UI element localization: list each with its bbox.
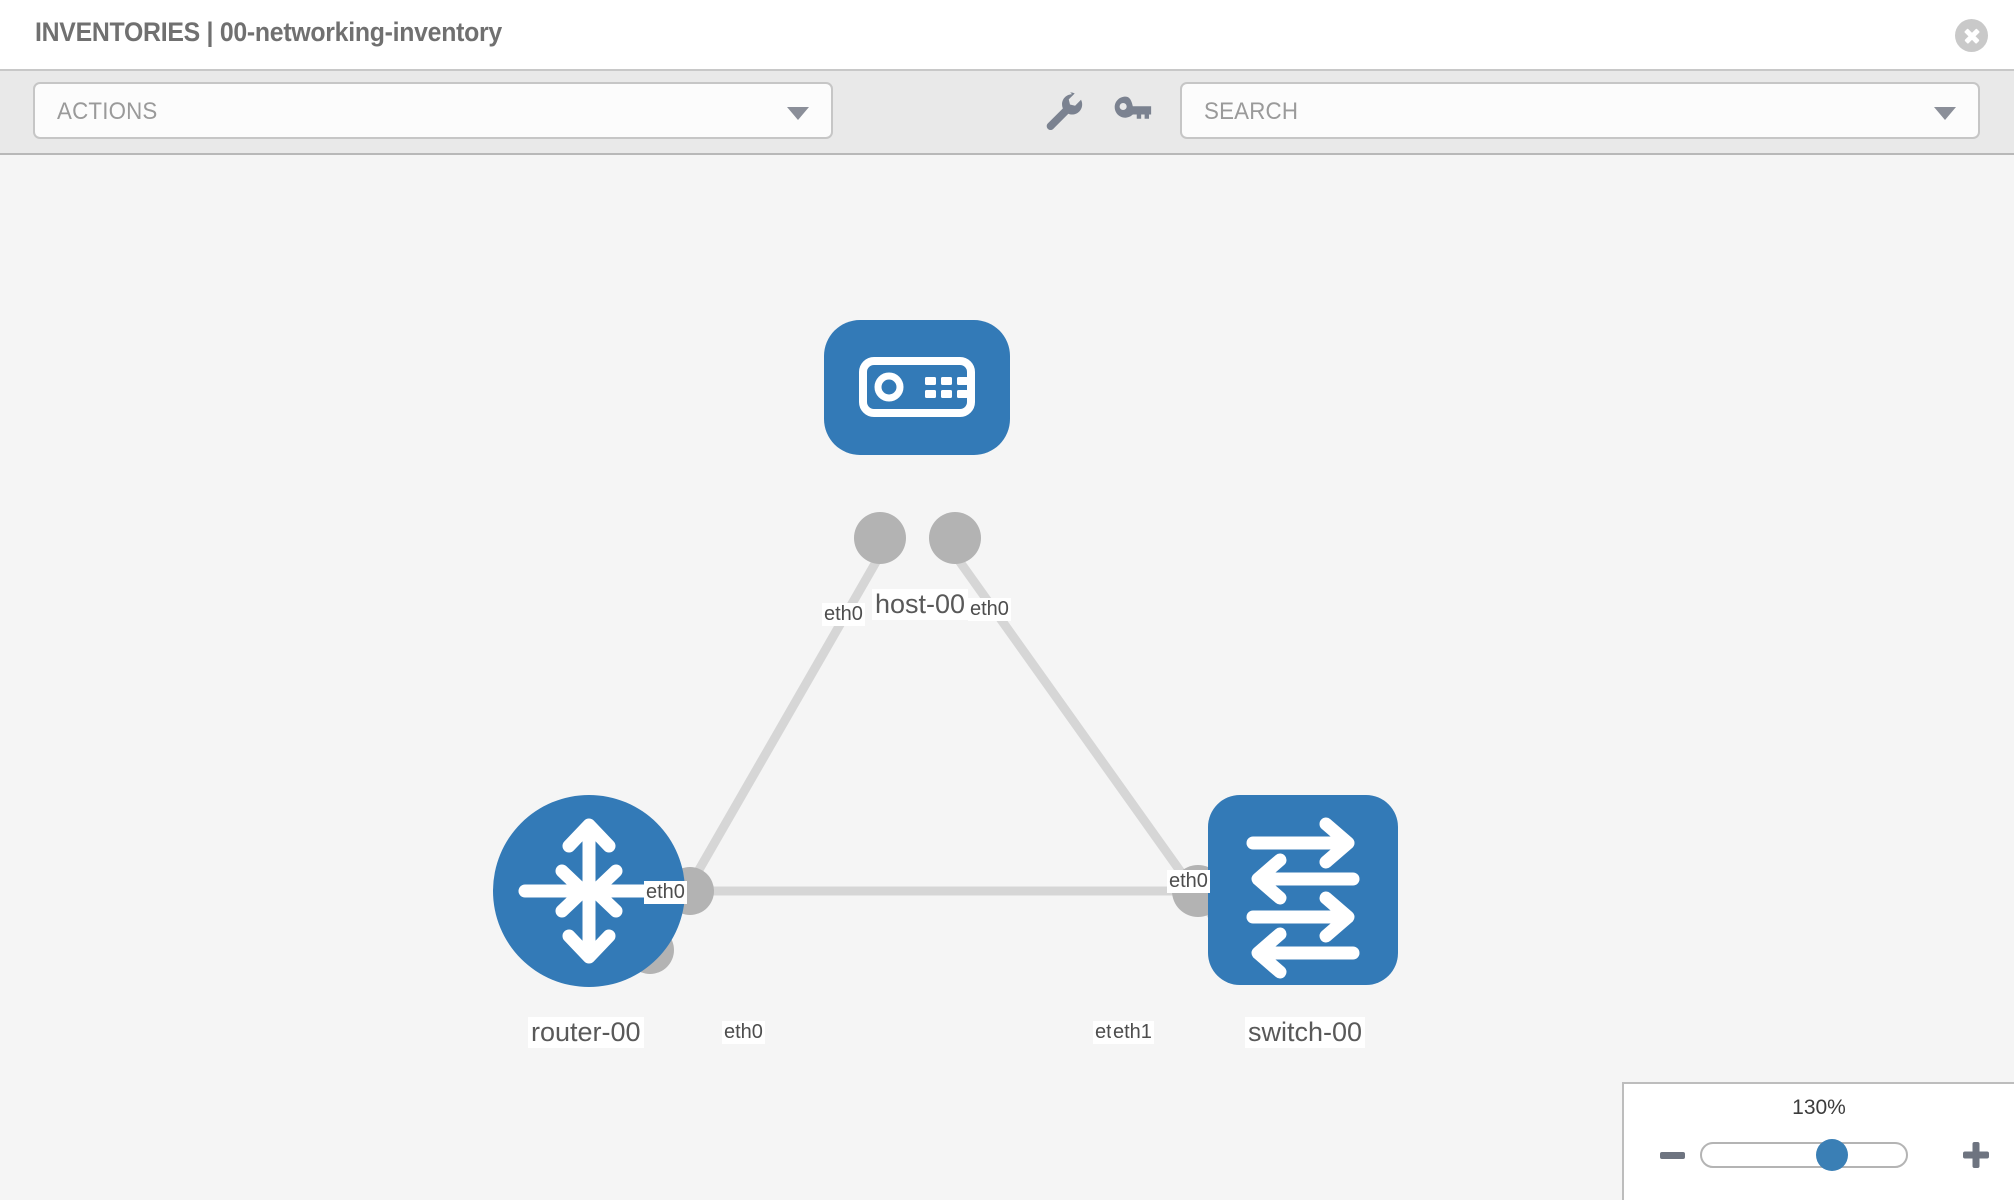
node-host-00	[824, 320, 1010, 455]
zoom-level-value: 130%	[1792, 1096, 1846, 1119]
iface-label-host00-left: eth0	[822, 603, 865, 626]
zoom-control-panel: 130%	[1622, 1082, 2014, 1200]
search-input[interactable]: SEARCH	[1180, 82, 1980, 139]
iface-label-host00-right: eth0	[968, 598, 1011, 621]
search-placeholder: SEARCH	[1204, 98, 1299, 125]
iface-label-router00-up: eth0	[644, 881, 687, 904]
iface-label-router00-right: eth0	[722, 1021, 765, 1044]
wrench-icon[interactable]	[1040, 88, 1086, 134]
actions-dropdown-label: ACTIONS	[57, 98, 158, 125]
node-label-switch-00: switch-00	[1245, 1017, 1366, 1049]
page-title: INVENTORIES | 00-networking-inventory	[35, 17, 502, 47]
connector-host00-left	[854, 512, 906, 564]
page-header: INVENTORIES | 00-networking-inventory	[0, 0, 2014, 69]
topology-canvas[interactable]: host-00 router-00 switch-00 eth0 eth0 et…	[0, 155, 2014, 1200]
connector-host00-right	[929, 512, 981, 564]
node-label-host-00: host-00	[872, 589, 969, 621]
zoom-slider-track[interactable]	[1700, 1142, 1908, 1168]
chevron-down-icon	[787, 107, 809, 120]
zoom-out-button[interactable]	[1660, 1152, 1685, 1159]
node-label-router-00: router-00	[528, 1017, 644, 1049]
node-router-00	[493, 795, 685, 987]
actions-dropdown[interactable]: ACTIONS	[33, 82, 833, 139]
node-switch-00	[1208, 795, 1398, 985]
zoom-in-button[interactable]	[1962, 1141, 1990, 1169]
topology-graph	[493, 320, 1398, 987]
key-icon[interactable]	[1108, 88, 1154, 134]
zoom-slider-thumb[interactable]	[1816, 1139, 1849, 1171]
toolbar: ACTIONS SEARCH	[0, 69, 2014, 155]
iface-label-switch00-left-eth1: eth1	[1111, 1021, 1154, 1044]
iface-label-switch00-up: eth0	[1167, 870, 1210, 893]
close-icon[interactable]	[1955, 19, 1988, 52]
chevron-down-icon	[1934, 107, 1956, 120]
topology-connectors	[626, 512, 1262, 974]
